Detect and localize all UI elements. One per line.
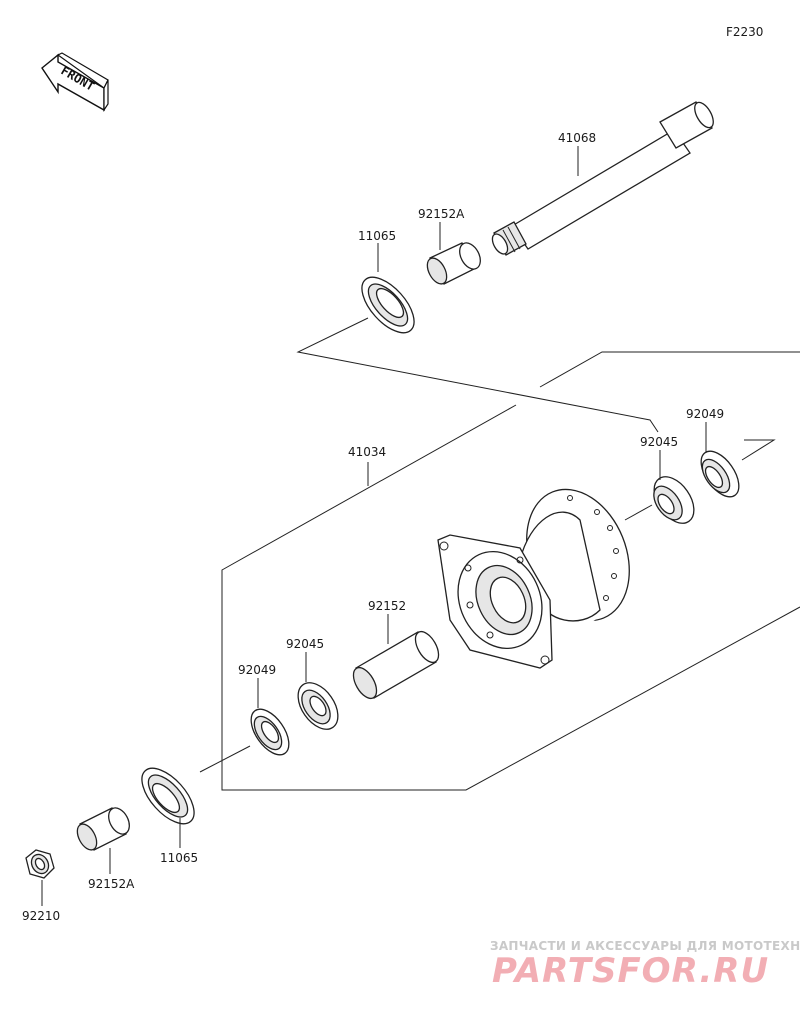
seal-top-11065 xyxy=(361,276,415,334)
front-arrow-icon: FRONT xyxy=(41,52,109,112)
bearing-left-92045 xyxy=(297,682,339,730)
wheel-hub-41034 xyxy=(437,488,630,669)
label-collar-top: 92152A xyxy=(418,207,465,221)
label-bearing-left: 92045 xyxy=(286,637,324,651)
watermark-site: PARTSFOR.RU xyxy=(492,951,769,991)
label-bearing-right: 92045 xyxy=(640,435,678,449)
label-spacer: 92152 xyxy=(368,599,406,613)
oilseal-right-92049 xyxy=(700,450,740,498)
label-oilseal-left: 92049 xyxy=(238,663,276,677)
label-collar-bottom: 92152A xyxy=(88,877,135,891)
seal-bottom-11065 xyxy=(141,767,195,825)
watermark-tagline: ЗАПЧАСТИ И АКСЕССУАРЫ ДЛЯ МОТОТЕХНИКИ xyxy=(490,939,800,953)
oilseal-left-92049 xyxy=(250,708,290,756)
bearing-right-92045 xyxy=(653,476,695,524)
figure-code: F2230 xyxy=(726,25,763,39)
label-nut: 92210 xyxy=(22,909,60,923)
label-seal-top: 11065 xyxy=(358,229,396,243)
label-oilseal-right: 92049 xyxy=(686,407,724,421)
spacer-92152 xyxy=(352,630,440,700)
label-axle: 41068 xyxy=(558,131,596,145)
collar-top-92152a xyxy=(426,242,481,285)
nut-92210 xyxy=(25,849,55,879)
label-hub: 41034 xyxy=(348,445,386,459)
axle-41068 xyxy=(491,101,714,256)
seal-leader-line xyxy=(296,317,659,433)
label-seal-bottom: 11065 xyxy=(160,851,198,865)
collar-bottom-92152a xyxy=(76,807,130,851)
hub-group-outline xyxy=(539,351,800,388)
